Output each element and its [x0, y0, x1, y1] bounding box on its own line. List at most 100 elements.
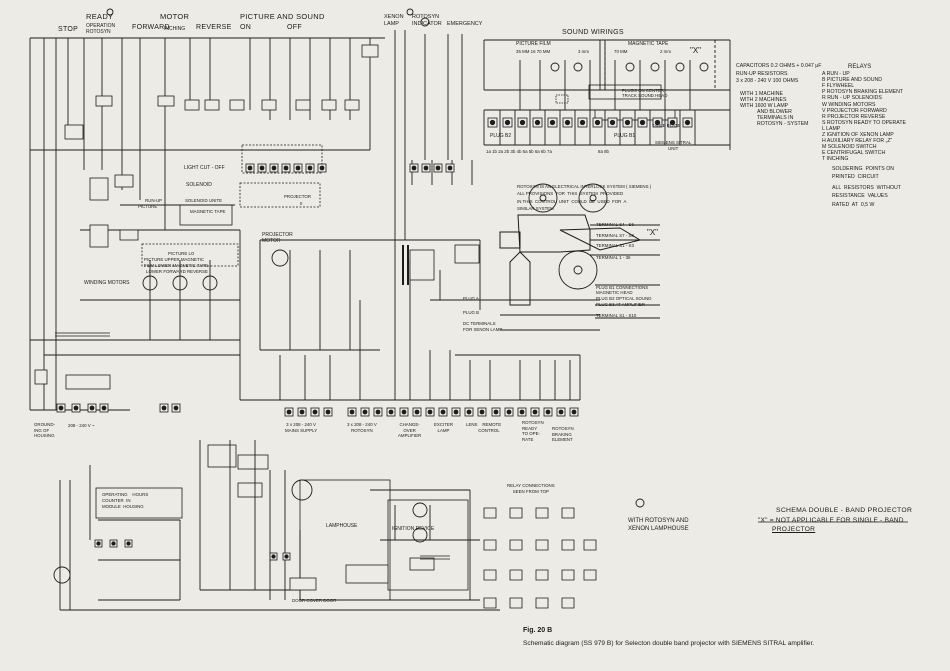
terminal-dot: [161, 405, 167, 411]
relay-legend-item: Z IGNITION OF XENON LAMP: [822, 132, 894, 138]
note-plug-b2-optical: PLUG B2 OPTICAL SOUND: [596, 296, 652, 301]
caption-text: Schematic diagram (SS 979 B) for Selecto…: [523, 640, 815, 647]
header-rotosyn-indicator: ROTOSYN INDICATOR: [412, 14, 442, 28]
label-solenoid: SOLENOID: [186, 182, 212, 188]
legend-relays-title: RELAYS: [848, 64, 872, 70]
terminal-dot: [259, 165, 265, 171]
terminal-dot: [453, 409, 459, 415]
sound-picture-film-sub: 35 MM 16 70 MM: [516, 49, 551, 54]
label-exciter-lamp: EXCITER LAMP: [434, 422, 454, 433]
terminal-dot: [624, 119, 631, 126]
terminal-dot: [325, 409, 331, 415]
relay-legend-item: V PROJECTOR FORWARD: [822, 107, 887, 114]
relay-legend-item: H AUXILIARY RELAY FOR „Z“: [822, 138, 893, 145]
label-winding-motors: WINDING MOTORS: [84, 280, 130, 286]
sound-magnetic-tape: MAGNETIC TAPE: [628, 41, 669, 47]
header-emergency: EMERGENCY: [447, 21, 483, 27]
terminal-dot: [479, 409, 485, 415]
header-inching: INCHING: [164, 26, 186, 32]
terminal-dot: [101, 405, 107, 411]
sound-mag-70mm: 70 MM: [614, 49, 628, 54]
terminal-dot: [307, 165, 313, 171]
terminal-dot: [247, 165, 253, 171]
terminal-dot: [466, 409, 472, 415]
note-terminal-3: TERMINAL S1 - S3: [596, 243, 634, 248]
legend-capacitors: CAPACITORS 0.2 OHMS + 0.047 μF: [736, 63, 822, 69]
label-rotosyn-braking: ROTOSYN BRAKING ELEMENT: [552, 426, 574, 442]
title-not-applicable: "X" = NOT APPLICABLE FOR SINGLE - BAND: [758, 517, 904, 524]
terminal-dot: [411, 165, 417, 171]
legend-rotosyn-system: ROTOSYN - SYSTEM: [757, 121, 809, 127]
sound-plug-b2: PLUG B2: [490, 133, 512, 139]
header-forward: FORWARD: [132, 24, 170, 31]
header-off: OFF: [287, 24, 302, 31]
terminal-dot: [283, 165, 289, 171]
terminal-dot: [89, 405, 95, 411]
sound-x-mark: "X": [690, 46, 702, 55]
terminal-dot: [312, 409, 318, 415]
sound-plug-b1: PLUG B1: [614, 133, 636, 139]
terminal-dot: [534, 119, 541, 126]
header-on: ON: [240, 24, 252, 31]
label-ignition-device: IGNITION DEVICE: [392, 526, 435, 532]
header-operation-rotosyn: OPERATION ROTOSYN: [86, 23, 116, 35]
terminal-dot: [435, 165, 441, 171]
label-lens-remote: LENS REMOTE CONTROL: [466, 422, 502, 433]
note-plug-b: PLUG B: [463, 310, 480, 315]
terminal-dot: [532, 409, 538, 415]
label-projector-motor: PROJECTOR MOTOR: [262, 232, 293, 244]
terminal-dot: [111, 541, 116, 546]
terminal-dot: [401, 409, 407, 415]
label-change-over-amp: CHANGE- OVER AMPLIFIER: [398, 422, 422, 439]
terminal-dot: [414, 409, 420, 415]
label-picture: PICTURE: [138, 204, 158, 209]
sound-mag-3mm: 3 mm: [578, 49, 589, 54]
terminal-dot: [271, 554, 276, 559]
terminal-dot: [388, 409, 394, 415]
terminal-dot: [362, 409, 368, 415]
note-plug-b1-conn: PLUG B1 CONNECTIONS MAGNETIC HEAD: [596, 285, 649, 296]
terminal-dot: [173, 405, 179, 411]
terminal-dot: [493, 409, 499, 415]
header-sound-wirings: SOUND WIRINGS: [562, 29, 624, 36]
note-terminal-4: TERMINAL 1 - 36: [596, 255, 631, 260]
relay-legend-item: T INCHING: [822, 156, 849, 163]
header-motor: MOTOR: [160, 12, 190, 21]
legend-run-up-resistors: RUN-UP RESISTORS: [736, 71, 788, 77]
label-picture-lo: PICTURE LO: [168, 251, 195, 256]
terminal-dot: [375, 409, 381, 415]
note-dc-terminals: DC TERMINALS FOR XENON LAMP: [463, 321, 503, 332]
label-magnetic-tape: MAGNETIC TAPE: [190, 209, 226, 214]
note-x-mark: "X": [647, 228, 659, 237]
terminal-dot: [58, 405, 64, 411]
header-stop: STOP: [58, 26, 79, 33]
terminal-dot: [558, 409, 564, 415]
legend-soldering: SOLDERING POINTS ON PRINTED CIRCUIT: [832, 166, 894, 180]
terminal-dot: [639, 119, 646, 126]
terminal-dot: [549, 119, 556, 126]
note-rotosyn: ROTOSYN IS AN ELECTRICAL INTERLOCK SYSTE…: [517, 184, 652, 212]
terminal-dot: [284, 554, 289, 559]
legend-and-blower: AND BLOWER: [757, 109, 792, 115]
label-lamphouse: LAMPHOUSE: [326, 523, 358, 529]
terminal-dot: [669, 119, 676, 126]
label-with-rotosyn: WITH ROTOSYN AND XENON LAMPHOUSE: [628, 518, 689, 533]
label-picture-upper: PICTURE UPPER MAGNETIC: [144, 257, 205, 262]
sound-picture-film: PICTURE FILM: [516, 41, 551, 47]
terminal-dot: [271, 165, 277, 171]
caption-fig: Fig. 20 B: [523, 627, 553, 634]
label-projector-ii: II: [300, 201, 303, 206]
terminal-dot: [319, 165, 325, 171]
terminal-dot: [96, 541, 101, 546]
label-rotosyn-supply: 3 x 208 - 240 V ROTOSYN: [347, 422, 377, 433]
terminal-dot: [519, 409, 525, 415]
note-terminal-2: TERMINAL S7 - S8: [596, 233, 634, 238]
label-operating-hours: OPERATING HOURS COUNTER IN MODULE HOUSIN…: [102, 492, 149, 509]
header-ready: READY: [86, 12, 114, 21]
terminal-dot: [126, 541, 131, 546]
legend-with-lamp: WITH 1600 W LAMP: [740, 103, 789, 109]
relay-legend-item: E CENTRIFUGAL SWITCH: [822, 150, 886, 157]
header-xenon-lamp: XENON LAMP: [384, 14, 404, 28]
